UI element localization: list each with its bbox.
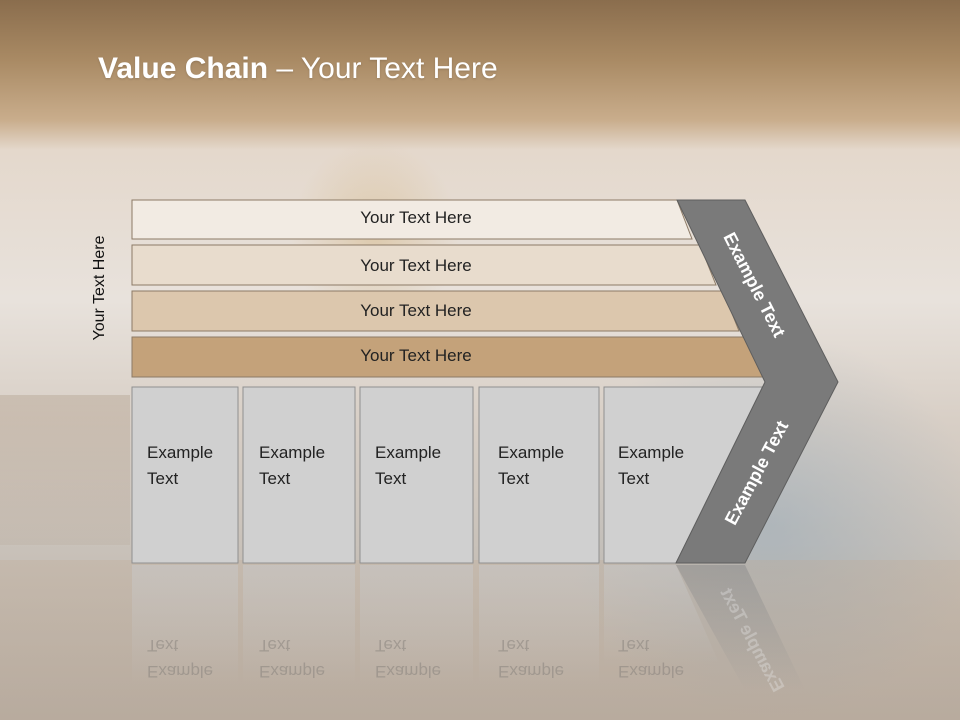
box-3-reflection-line-2: Text xyxy=(375,636,407,655)
slide-title: Value Chain – Your Text Here xyxy=(98,52,498,86)
reflection-box-1 xyxy=(132,565,238,685)
box-5-reflection-line-1: Example xyxy=(618,662,685,681)
box-4-line-2: Text xyxy=(498,469,530,488)
activity-box-2 xyxy=(242,386,356,564)
bar-2-label: Your Text Here xyxy=(360,256,472,275)
box-2-reflection-line-2: Text xyxy=(259,636,291,655)
box-5-line-2: Text xyxy=(618,469,650,488)
box-5-reflection-line-2: Text xyxy=(618,636,650,655)
slide-title-rest: – Your Text Here xyxy=(268,52,498,85)
box-4-reflection-text: Example Text xyxy=(498,632,564,684)
reflection-box-2 xyxy=(243,565,355,685)
box-5-reflection-text: Example Text xyxy=(618,632,684,684)
background-books xyxy=(0,395,130,545)
slide-title-bold: Value Chain xyxy=(98,52,269,85)
box-2-reflection-line-1: Example xyxy=(259,662,326,681)
box-1-line-1: Example xyxy=(147,443,214,462)
bar-3-label: Your Text Here xyxy=(360,301,472,320)
activity-box-3 xyxy=(359,386,474,564)
box-2-reflection-text: Example Text xyxy=(259,632,325,684)
box-2-line-1: Example xyxy=(259,443,326,462)
bar-4-label: Your Text Here xyxy=(360,346,472,365)
box-3-line-1: Example xyxy=(375,443,442,462)
box-3-reflection-text: Example Text xyxy=(375,632,441,684)
box-4-reflection-line-1: Example xyxy=(498,662,565,681)
box-1-reflection-line-2: Text xyxy=(147,636,179,655)
bar-3 xyxy=(131,290,740,332)
bar-2 xyxy=(131,244,717,286)
box-4-line-1: Example xyxy=(498,443,565,462)
reflection-box-4 xyxy=(479,565,599,685)
box-5-line-1: Example xyxy=(618,443,685,462)
box-4-reflection-line-2: Text xyxy=(498,636,530,655)
box-3-reflection-line-1: Example xyxy=(375,662,442,681)
box-1-reflection-text: Example Text xyxy=(147,632,213,684)
activity-box-4 xyxy=(478,386,600,564)
box-3-line-2: Text xyxy=(375,469,407,488)
box-1-line-2: Text xyxy=(147,469,179,488)
reflection-chevron xyxy=(676,565,805,690)
value-chain-chevron xyxy=(675,199,839,564)
box-1-reflection-line-1: Example xyxy=(147,662,214,681)
reflection-box-5 xyxy=(604,565,720,665)
box-2-line-2: Text xyxy=(259,469,291,488)
bar-1-label: Your Text Here xyxy=(360,208,472,227)
reflection-box-3 xyxy=(360,565,473,685)
activity-box-1 xyxy=(131,386,239,564)
bar-1 xyxy=(131,199,693,240)
